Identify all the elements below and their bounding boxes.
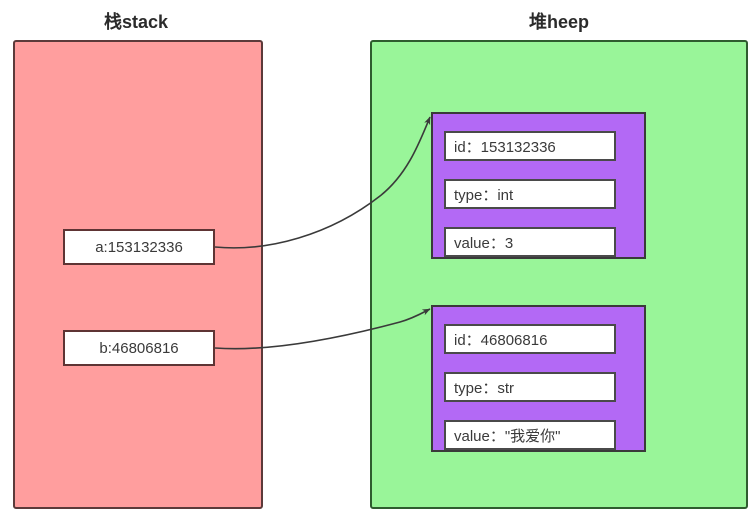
stack-region (13, 40, 263, 509)
heap-object-str-value-field: value："我爱你" (444, 420, 616, 450)
heap-title: 堆heep (528, 12, 589, 32)
stack-variable-b[interactable]: b:46806816 (63, 330, 215, 366)
stack-variable-b-label: b:46806816 (99, 339, 179, 357)
heap-object-int-type-field: type：int (444, 179, 616, 209)
heap-object-str-id-field: id：46806816 (444, 324, 616, 354)
heap-object-str[interactable]: id：46806816 type：str value："我爱你" (431, 305, 646, 452)
heap-object-str-type-field: type：str (444, 372, 616, 402)
heap-object-int-id-field: id：153132336 (444, 131, 616, 161)
heap-object-int-value-field: value：3 (444, 227, 616, 257)
heap-object-int[interactable]: id：153132336 type：int value：3 (431, 112, 646, 259)
stack-variable-a-label: a:153132336 (95, 238, 183, 256)
stack-variable-a[interactable]: a:153132336 (63, 229, 215, 265)
stack-title: 栈stack (103, 12, 169, 32)
